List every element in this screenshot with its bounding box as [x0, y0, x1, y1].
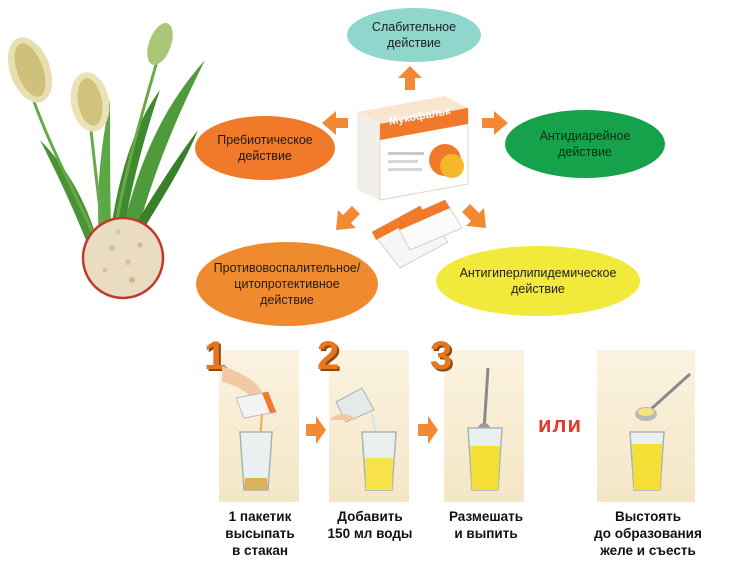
arrow-down-right-icon — [462, 204, 486, 228]
step-number-1: 1 — [204, 334, 227, 378]
effect-antihyperlipidemic: Антигиперлипидемическое действие — [436, 246, 640, 316]
or-label: или — [538, 412, 583, 437]
arrow-right-icon — [482, 111, 508, 135]
step-caption-3: Размешать и выпить — [448, 509, 524, 541]
step-number-3: 3 — [430, 334, 453, 378]
alt-step-caption: Выстоять до образования желе и съесть — [594, 509, 702, 558]
step-arrow-2-icon — [418, 416, 438, 444]
effect-anti-inflammatory: Противовоспалительное/ цитопротективное … — [196, 242, 378, 326]
glass-3-icon — [467, 427, 503, 491]
step-arrow-1-icon — [306, 416, 326, 444]
hand-pouring-icon — [222, 366, 277, 471]
arrow-up-icon — [398, 66, 422, 90]
glass-1-icon — [239, 431, 273, 491]
step-caption-1: 1 пакетик высыпать в стакан — [225, 509, 295, 558]
effect-antidiarrheal: Антидиарейное действие — [505, 110, 665, 178]
effect-prebiotic: Пребиотическое действие — [195, 116, 335, 180]
step-number-2: 2 — [317, 334, 340, 378]
arrow-left-icon — [322, 111, 348, 135]
spoon-jelly-icon — [635, 372, 692, 421]
step-caption-2: Добавить 150 мл воды — [327, 509, 413, 541]
glass-alt-icon — [629, 431, 665, 491]
arrow-down-left-icon — [336, 206, 360, 230]
glass-2-icon — [361, 431, 397, 491]
effect-laxative: Слабительное действие — [347, 8, 481, 62]
